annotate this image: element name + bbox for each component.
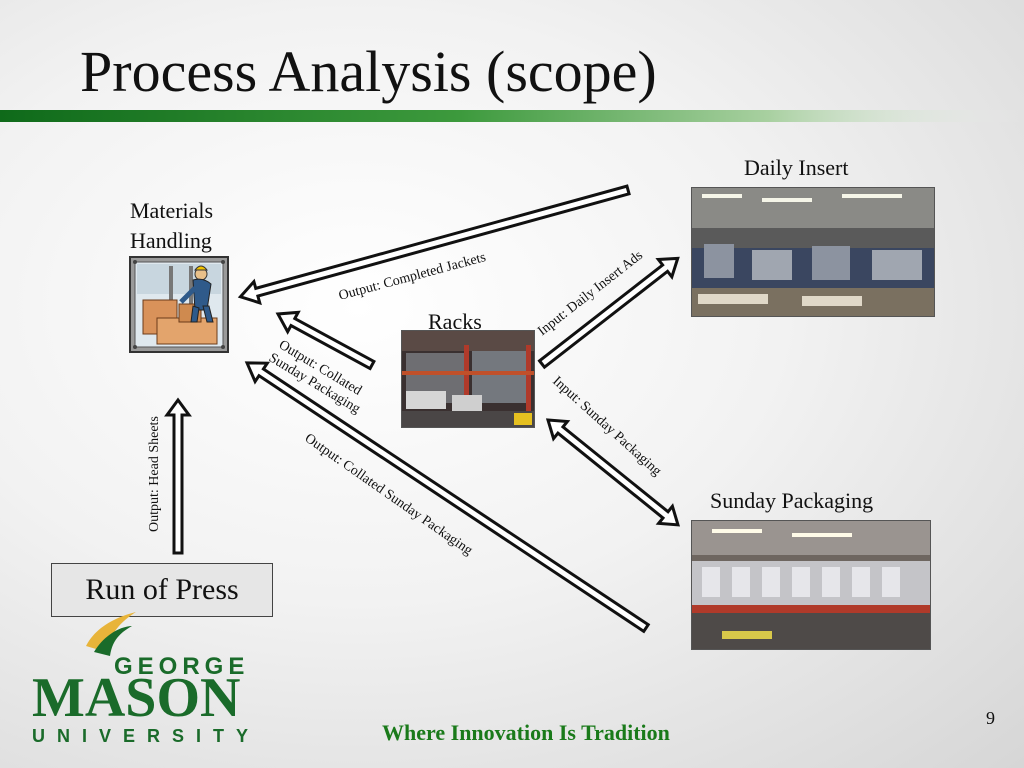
logo-mason-text: MASON [32, 667, 240, 729]
materials-handling-label-line2: Handling [130, 228, 212, 253]
tagline: Where Innovation Is Tradition [382, 720, 670, 745]
logo-george-text: GEORGE [114, 653, 249, 680]
label-head-sheets: Output: Head Sheets [147, 416, 162, 532]
page-number: 9 [986, 708, 995, 728]
daily-insert-label: Daily Insert [744, 155, 849, 180]
arrow-daily-insert-ads [537, 256, 680, 370]
title-underline-bar [0, 110, 1024, 122]
arrow-sunday-packaging-input [545, 418, 681, 527]
slide-title: Process Analysis (scope) [80, 39, 657, 104]
sunday-packaging-label: Sunday Packaging [710, 488, 874, 513]
racks-label: Racks [428, 309, 482, 334]
arrow-head-sheets [164, 397, 192, 555]
materials-handling-label-line1: Materials [130, 198, 214, 223]
materials-handling-worker-image [129, 256, 229, 353]
sunday-packaging-photo [691, 520, 931, 650]
label-completed-jackets: Output: Completed Jackets [337, 250, 487, 304]
run-of-press-box: Run of Press [51, 563, 273, 617]
racks-photo [401, 330, 535, 428]
arrow-collated-sunday-packaging [244, 361, 651, 634]
george-mason-logo: GEORGE MASON UNIVERSITY [32, 612, 258, 746]
arrow-collated-racks [275, 310, 376, 371]
arrow-completed-jackets [237, 184, 631, 306]
logo-university-text: UNIVERSITY [32, 726, 258, 746]
daily-insert-photo [691, 187, 935, 317]
